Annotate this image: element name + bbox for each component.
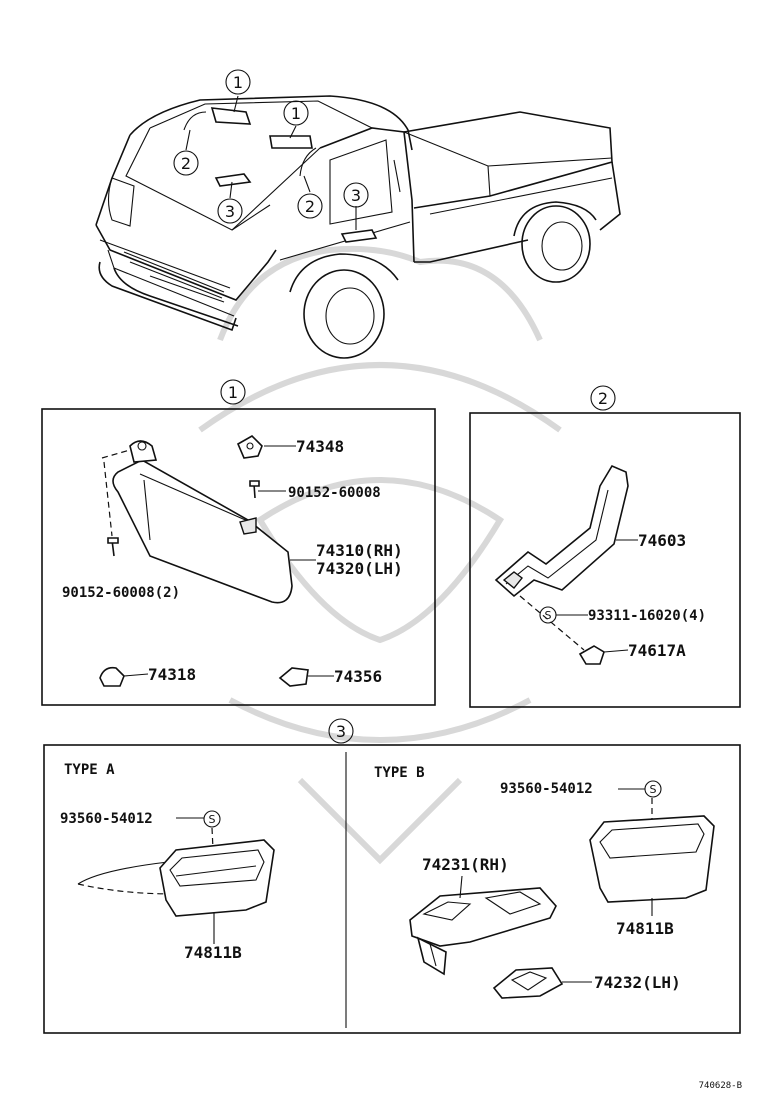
- label-74348: 74348: [296, 437, 344, 456]
- clip-74318[interactable]: [99, 666, 125, 687]
- svg-text:1: 1: [228, 383, 238, 402]
- label-74318: 74318: [148, 665, 196, 684]
- panel-1-header: 1: [220, 379, 246, 405]
- svg-text:2: 2: [305, 197, 315, 216]
- label-93560-54012-a: 93560-54012: [60, 811, 153, 827]
- clip-74356[interactable]: [278, 667, 309, 687]
- label-90152-60008-2: 90152-60008(2): [62, 585, 180, 601]
- label-74231-rh: 74231(RH): [422, 855, 509, 874]
- label-74320-lh: 74320(LH): [316, 559, 403, 578]
- svg-text:1: 1: [233, 73, 243, 92]
- truck-illustration: [95, 95, 621, 359]
- label-74617a: 74617A: [628, 641, 686, 660]
- bracket-74232-lh[interactable]: [492, 967, 564, 999]
- screw-90152-right[interactable]: [249, 480, 260, 499]
- type-b-title: TYPE B: [374, 765, 425, 781]
- bracket-74231-rh[interactable]: [409, 887, 557, 976]
- callout-3-left[interactable]: 3: [217, 198, 243, 224]
- bracket-74348[interactable]: [236, 435, 263, 459]
- label-74310-rh: 74310(RH): [316, 541, 403, 560]
- label-74232-lh: 74232(LH): [594, 973, 681, 992]
- visor-dashed-guide: [101, 449, 131, 537]
- svg-text:2: 2: [598, 389, 608, 408]
- grip-dashed-guide: [519, 595, 585, 651]
- panel-2-frame: [469, 412, 741, 708]
- panel-3-frame: [43, 744, 741, 1034]
- svg-text:1: 1: [291, 104, 301, 123]
- assist-grip-74603[interactable]: [494, 464, 629, 598]
- svg-text:3: 3: [351, 186, 361, 205]
- screw-s-mark-type-a[interactable]: S: [203, 810, 221, 828]
- svg-text:S: S: [209, 813, 216, 826]
- visor-holder-top[interactable]: [129, 440, 158, 463]
- svg-text:2: 2: [181, 154, 191, 173]
- watermark-emblem: [198, 245, 562, 865]
- label-90152-60008: 90152-60008: [288, 485, 381, 501]
- label-93560-54012-b: 93560-54012: [500, 781, 593, 797]
- svg-text:S: S: [650, 783, 657, 796]
- cover-74617a[interactable]: [578, 645, 605, 665]
- callout-3-right[interactable]: 3: [343, 182, 369, 208]
- type-a-roof-outline: [77, 861, 169, 885]
- sun-visor[interactable]: [112, 459, 293, 604]
- screw-s-mark-type-b[interactable]: S: [644, 780, 662, 798]
- label-74811b-a: 74811B: [184, 943, 242, 962]
- callout-1-right[interactable]: 1: [283, 100, 309, 126]
- callout-2-left[interactable]: 2: [173, 150, 199, 176]
- screw-90152-left[interactable]: [107, 537, 119, 557]
- type-a-title: TYPE A: [64, 762, 115, 778]
- label-93311-16020: 93311-16020(4): [588, 608, 706, 624]
- label-74603: 74603: [638, 531, 686, 550]
- svg-text:S: S: [545, 609, 552, 622]
- room-lamp-74811b-b[interactable]: [589, 815, 715, 903]
- panel-3-header: 3: [328, 718, 354, 744]
- diagram-code: 740628-B: [699, 1081, 742, 1091]
- label-74356: 74356: [334, 667, 382, 686]
- svg-text:3: 3: [225, 202, 235, 221]
- panel-2-header: 2: [590, 385, 616, 411]
- callout-2-right[interactable]: 2: [297, 193, 323, 219]
- svg-text:3: 3: [336, 722, 346, 741]
- label-74811b-b: 74811B: [616, 919, 674, 938]
- room-lamp-74811b-a[interactable]: [159, 839, 275, 917]
- panel-1-frame: [41, 408, 436, 706]
- callout-1-top[interactable]: 1: [225, 69, 251, 95]
- screw-s-mark-panel2[interactable]: S: [539, 606, 557, 624]
